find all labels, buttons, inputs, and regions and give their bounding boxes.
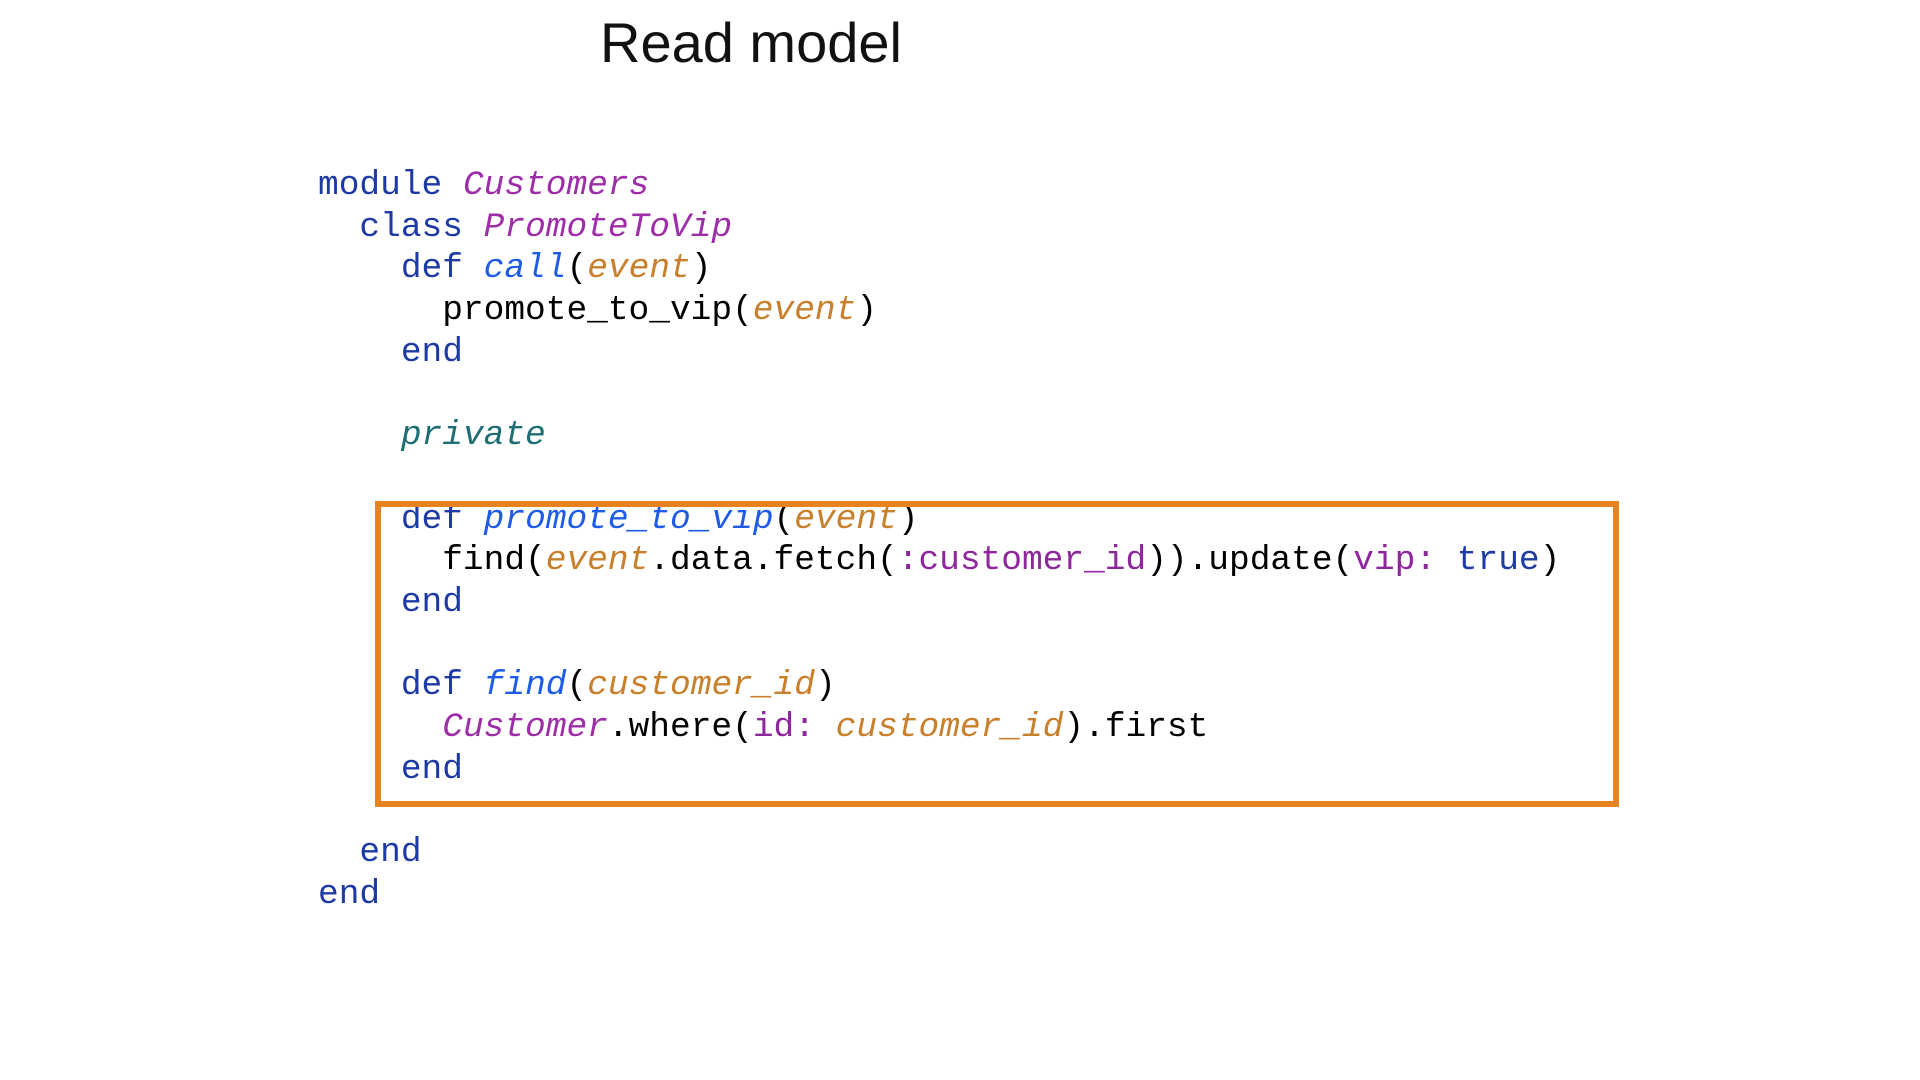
slide-title: Read model xyxy=(600,11,902,74)
code-token-param: customer_id xyxy=(835,707,1064,747)
code-line: end xyxy=(318,832,1560,874)
code-token-plain xyxy=(463,249,484,288)
code-token-keyword: def xyxy=(400,499,463,539)
code-token-plain: ( xyxy=(566,666,588,706)
code-token-constant: Customers xyxy=(462,166,650,205)
code-line: class PromoteToVip xyxy=(318,207,1560,249)
code-token-plain xyxy=(463,666,484,705)
code-token-constant: Customer xyxy=(442,707,608,747)
code-token-symbol: :customer_id xyxy=(897,541,1147,581)
code-token-method: promote_to_vip xyxy=(483,499,774,539)
code-token-plain xyxy=(318,249,401,288)
code-token-plain xyxy=(463,208,484,247)
code-line: find(event.data.fetch(:customer_id)).upd… xyxy=(318,540,1560,582)
code-line: Customer.where(id: customer_id).first xyxy=(318,707,1560,749)
code-token-plain: )).update( xyxy=(1146,541,1354,581)
code-token-plain: ) xyxy=(1539,541,1561,581)
code-token-plain: ).first xyxy=(1063,707,1209,747)
code-line: end xyxy=(318,874,1560,916)
code-token-plain: promote_to_vip( xyxy=(318,291,753,331)
code-line: def promote_to_vip(event) xyxy=(318,499,1560,541)
code-token-plain xyxy=(318,666,401,705)
code-token-param: event xyxy=(545,541,650,581)
code-token-keyword: end xyxy=(400,582,463,622)
code-line xyxy=(318,373,1560,415)
code-token-plain xyxy=(318,833,359,872)
code-token-keyword: end xyxy=(400,749,463,789)
code-token-constant: PromoteToVip xyxy=(483,207,733,247)
code-token-keyword: def xyxy=(400,666,463,706)
code-line: def call(event) xyxy=(318,248,1560,290)
code-token-plain: ) xyxy=(814,666,836,706)
code-token-param: event xyxy=(752,291,857,331)
code-token-plain xyxy=(318,583,401,622)
code-token-plain: ) xyxy=(856,291,878,331)
code-token-plain: ) xyxy=(897,499,919,539)
code-line xyxy=(318,624,1560,666)
code-token-plain xyxy=(318,208,359,247)
code-token-param: customer_id xyxy=(587,666,815,706)
code-token-param: event xyxy=(794,499,898,539)
code-token-plain: .data.fetch( xyxy=(649,541,898,581)
code-token-plain: .where( xyxy=(607,707,753,747)
code-token-private: private xyxy=(400,416,546,456)
code-token-keyword: end xyxy=(318,874,381,914)
code-token-plain xyxy=(442,166,463,205)
code-token-keyword: def xyxy=(400,249,463,289)
code-token-param: event xyxy=(587,249,691,289)
code-token-plain xyxy=(318,708,442,747)
code-token-plain: ( xyxy=(773,499,795,539)
code-token-plain: ( xyxy=(566,249,588,289)
code-line: end xyxy=(318,749,1560,791)
code-token-plain: find( xyxy=(318,541,546,581)
code-line: def find(customer_id) xyxy=(318,665,1560,707)
code-token-plain xyxy=(1436,541,1457,580)
code-token-symbol: id: xyxy=(752,707,815,747)
code-line: end xyxy=(318,582,1560,624)
code-token-plain xyxy=(463,500,484,539)
code-token-plain: ) xyxy=(690,249,712,289)
code-line: module Customers xyxy=(318,165,1560,207)
code-token-method: call xyxy=(483,249,567,289)
code-token-plain xyxy=(318,333,401,372)
code-token-keyword: module xyxy=(318,166,443,205)
code-token-keyword: end xyxy=(359,833,422,872)
code-token-keyword: true xyxy=(1456,541,1540,581)
code-line: private xyxy=(318,415,1560,457)
code-line: promote_to_vip(event) xyxy=(318,290,1560,332)
code-line: end xyxy=(318,332,1560,374)
code-block: module Customers class PromoteToVip def … xyxy=(318,165,1560,915)
code-token-keyword: class xyxy=(359,207,463,247)
code-token-symbol: vip: xyxy=(1353,541,1437,581)
code-token-plain xyxy=(318,500,401,539)
code-line xyxy=(318,457,1560,499)
code-token-plain xyxy=(815,708,836,747)
code-token-plain xyxy=(318,750,401,789)
code-token-plain xyxy=(318,416,401,455)
code-token-keyword: end xyxy=(400,332,463,372)
code-token-method: find xyxy=(483,666,567,706)
code-line xyxy=(318,790,1560,832)
